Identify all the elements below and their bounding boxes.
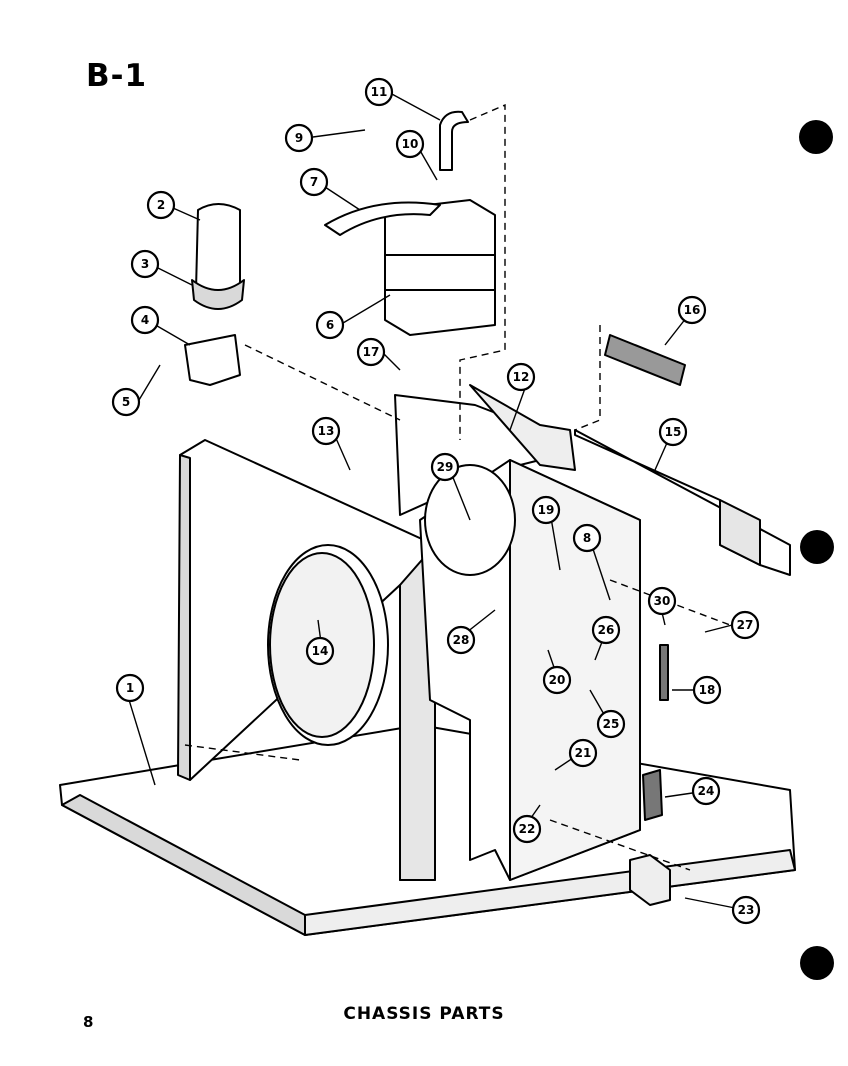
binder-hole-bottom	[800, 946, 834, 980]
callout-6: 6	[315, 310, 345, 340]
svg-text:29: 29	[437, 460, 454, 474]
svg-text:13: 13	[318, 424, 335, 438]
callout-7: 7	[299, 167, 329, 197]
callout-19: 19	[531, 495, 561, 525]
callout-15: 15	[658, 417, 688, 447]
binder-hole-middle	[800, 530, 834, 564]
svg-text:16: 16	[684, 303, 701, 317]
svg-text:30: 30	[654, 594, 671, 608]
callout-21: 21	[568, 738, 598, 768]
callout-25: 25	[596, 709, 626, 739]
binder-hole-top	[799, 120, 833, 154]
callout-16: 16	[677, 295, 707, 325]
foam-strip-side	[659, 644, 669, 701]
callout-29: 29	[430, 452, 460, 482]
svg-text:9: 9	[295, 131, 303, 145]
callout-22: 22	[512, 814, 542, 844]
svg-text:3: 3	[141, 257, 149, 271]
callout-5: 5	[111, 387, 141, 417]
drain-hose	[439, 110, 469, 171]
foam-strip-bottom	[642, 769, 663, 821]
svg-text:1: 1	[126, 681, 134, 695]
fan-shroud-side	[177, 454, 191, 781]
svg-text:27: 27	[737, 618, 754, 632]
foam-strip-top	[604, 334, 686, 386]
control-panel-face	[509, 459, 641, 881]
svg-text:18: 18	[699, 683, 716, 697]
callout-2: 2	[146, 190, 176, 220]
top-rail-lip	[719, 499, 761, 566]
callout-23: 23	[731, 895, 761, 925]
svg-text:15: 15	[665, 425, 682, 439]
callout-30: 30	[647, 586, 677, 616]
mounting-block	[629, 854, 671, 906]
callout-17: 17	[356, 337, 386, 367]
callout-3: 3	[130, 249, 160, 279]
bracket	[184, 334, 241, 386]
svg-text:6: 6	[326, 318, 334, 332]
callout-13: 13	[311, 416, 341, 446]
sleeve	[195, 203, 241, 297]
callout-4: 4	[130, 305, 160, 335]
svg-text:14: 14	[312, 644, 329, 658]
callout-10: 10	[395, 129, 425, 159]
svg-text:28: 28	[453, 633, 470, 647]
svg-text:26: 26	[598, 623, 615, 637]
callout-26: 26	[591, 615, 621, 645]
callout-24: 24	[691, 776, 721, 806]
svg-text:25: 25	[603, 717, 620, 731]
svg-text:22: 22	[519, 822, 536, 836]
svg-text:20: 20	[549, 673, 566, 687]
svg-text:23: 23	[738, 903, 755, 917]
tank-strap	[324, 201, 441, 236]
svg-text:21: 21	[575, 746, 592, 760]
callout-27: 27	[730, 610, 760, 640]
seal-ring	[191, 279, 245, 310]
rear-bulkhead-plate	[469, 384, 576, 471]
svg-text:12: 12	[513, 370, 530, 384]
callout-18: 18	[692, 675, 722, 705]
page-title: B-1	[86, 58, 148, 94]
svg-text:10: 10	[402, 137, 419, 151]
svg-text:8: 8	[583, 531, 591, 545]
svg-text:7: 7	[310, 175, 318, 189]
callout-20: 20	[542, 665, 572, 695]
svg-text:17: 17	[363, 345, 380, 359]
callout-1: 1	[115, 673, 145, 703]
water-tank	[384, 199, 496, 336]
svg-text:19: 19	[538, 503, 555, 517]
svg-text:11: 11	[371, 85, 388, 99]
svg-text:5: 5	[122, 395, 130, 409]
page-number: 8	[83, 1013, 94, 1031]
callout-8: 8	[572, 523, 602, 553]
callout-14: 14	[305, 636, 335, 666]
svg-text:24: 24	[698, 784, 715, 798]
callout-28: 28	[446, 625, 476, 655]
diagram-caption: CHASSIS PARTS	[343, 1004, 505, 1024]
svg-text:4: 4	[141, 313, 149, 327]
callout-9: 9	[284, 123, 314, 153]
callout-12: 12	[506, 362, 536, 392]
svg-text:2: 2	[157, 198, 165, 212]
callout-11: 11	[364, 77, 394, 107]
